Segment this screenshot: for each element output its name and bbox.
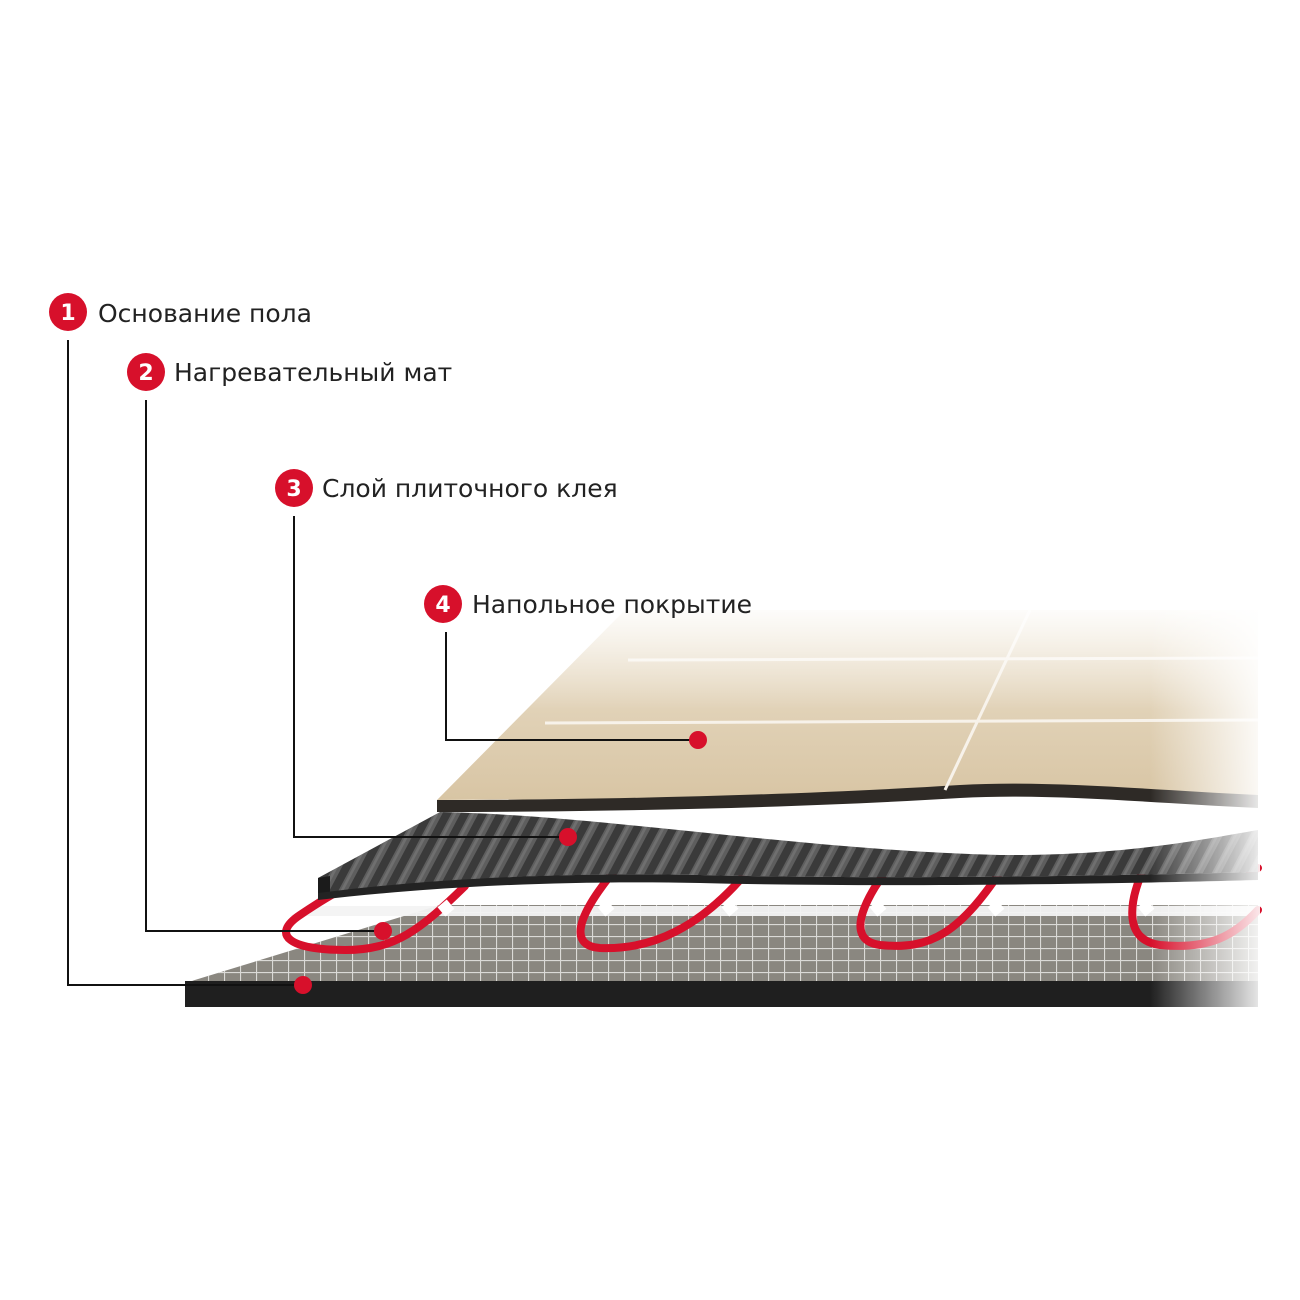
target-dot-4 xyxy=(689,731,707,749)
target-dot-1 xyxy=(294,976,312,994)
target-dots xyxy=(294,731,707,994)
label-floor-base: Основание пола xyxy=(98,299,312,328)
leader-line-3 xyxy=(293,516,568,838)
target-dot-2 xyxy=(374,922,392,940)
layer-label-1: 1 Основание пола xyxy=(49,293,312,331)
layer-label-4: 4 Напольное покрытие xyxy=(424,585,752,623)
badge-number-4: 4 xyxy=(435,593,450,618)
target-dot-3 xyxy=(559,828,577,846)
badge-number-2: 2 xyxy=(138,361,153,386)
layer-label-2: 2 Нагревательный мат xyxy=(127,353,452,391)
number-badge-4 xyxy=(424,585,462,623)
label-heating-mat: Нагревательный мат xyxy=(174,358,452,387)
number-badge-1 xyxy=(49,293,87,331)
label-floor-covering: Напольное покрытие xyxy=(472,590,752,619)
leader-line-1 xyxy=(67,340,303,986)
number-badge-2 xyxy=(127,353,165,391)
number-badge-3 xyxy=(275,469,313,507)
layer-label-3: 3 Слой плиточного клея xyxy=(275,469,618,507)
floor-covering-layer xyxy=(420,600,1280,1020)
tile-adhesive-layer xyxy=(318,812,1258,900)
leader-line-2 xyxy=(145,400,383,932)
heating-mat-layer xyxy=(282,856,1262,955)
label-tile-adhesive: Слой плиточного клея xyxy=(322,474,618,503)
heating-cable xyxy=(282,856,1262,955)
badge-number-3: 3 xyxy=(286,477,301,502)
leader-lines xyxy=(67,340,698,986)
badge-number-1: 1 xyxy=(60,301,75,326)
floor-base-layer xyxy=(185,905,1258,1007)
leader-line-4 xyxy=(445,632,698,741)
